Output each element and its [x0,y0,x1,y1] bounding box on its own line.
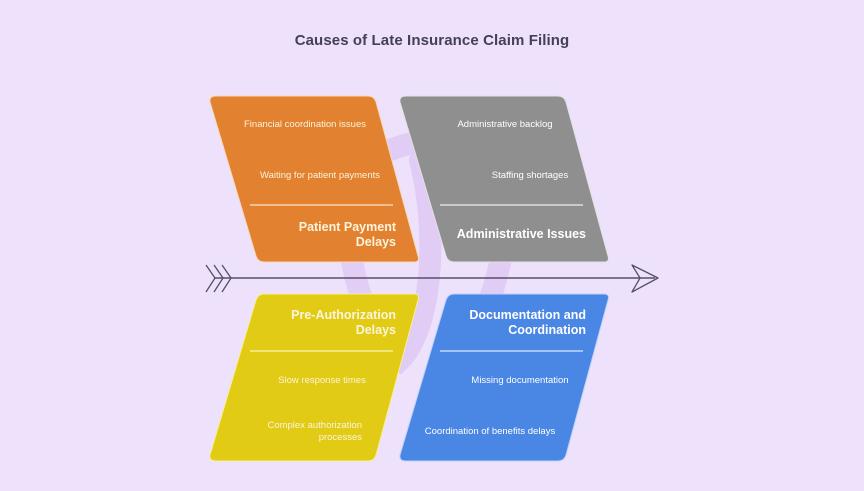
card-documentation-shape [399,293,609,462]
arrow-tail-icon [205,264,232,293]
cause-item: Staffing shortages [491,170,569,181]
category-title-line: Pre-Authorization [291,308,396,322]
cause-item: Slow response times [278,375,366,386]
category-title-line: Coordination [508,323,586,337]
cause-line: processes [318,432,362,443]
category-title-line: Delays [355,323,396,337]
cause-line: Complex authorization [267,420,362,431]
card-pre-authorization-shape [209,293,419,462]
arrow-head-icon [631,264,659,293]
card-administrative-shape [399,95,609,263]
category-title-line: Patient Payment [298,220,396,234]
category-title: Pre-Authorization Delays [250,308,396,338]
diagram-title: Causes of Late Insurance Claim Filing [294,32,570,49]
cause-item: Administrative backlog [457,119,553,130]
category-title-line: Administrative Issues [456,227,586,241]
cause-item: Missing documentation [471,375,569,386]
cause-item: Waiting for patient payments [259,170,381,181]
cause-item: Coordination of benefits delays [424,426,556,437]
cause-item: Complex authorization processes [250,420,362,444]
category-title-line: Delays [355,235,396,249]
category-title: Documentation and Coordination [440,308,586,338]
cause-item: Financial coordination issues [244,119,366,130]
category-title-line: Documentation and [469,308,586,322]
card-patient-payment-shape [209,95,419,263]
category-title: Patient Payment Delays [250,220,396,250]
category-title: Administrative Issues [440,227,586,242]
